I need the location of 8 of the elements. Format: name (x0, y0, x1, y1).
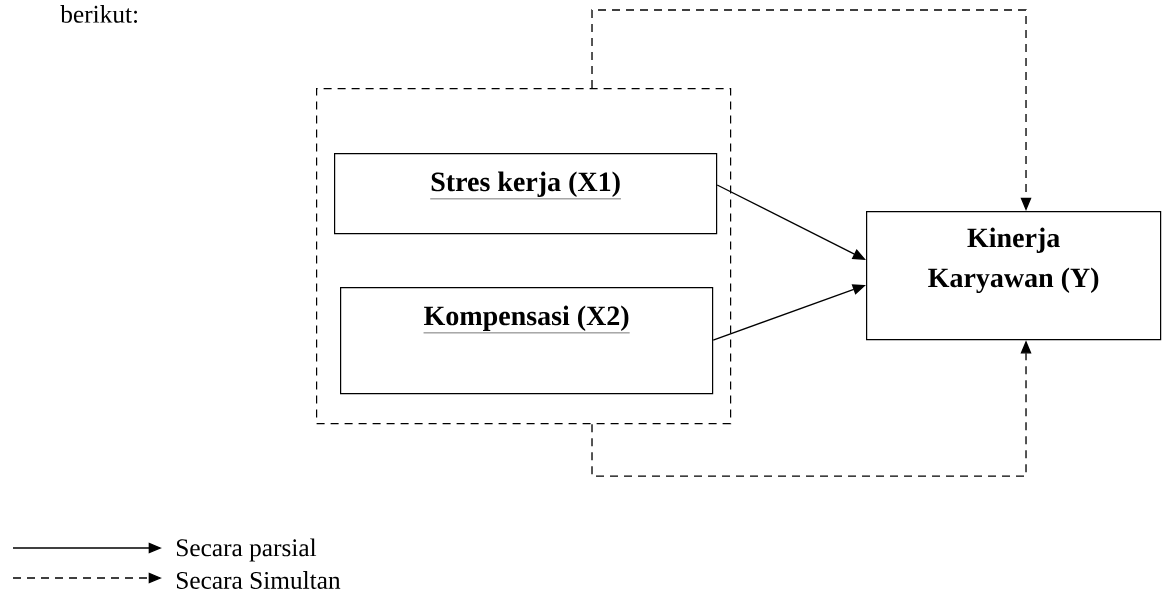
variable-box: Kinerja Karyawan (Y) (866, 211, 1162, 341)
variable-box: Stres kerja (X1) (334, 153, 718, 235)
note-text: berikut: (60, 5, 137, 23)
variable-box: Kompensasi (X2) (340, 287, 714, 395)
legend-text: Secara Simultan (176, 571, 341, 589)
group-box (316, 88, 732, 425)
legend-text: Secara parsial (176, 538, 317, 562)
arrow (716, 184, 866, 260)
